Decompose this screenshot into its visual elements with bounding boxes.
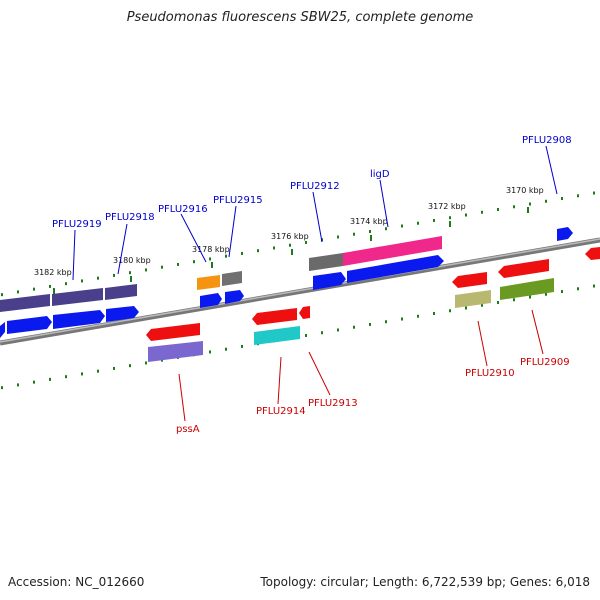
- svg-text:PFLU2918: PFLU2918: [105, 212, 155, 223]
- svg-text:PFLU2910: PFLU2910: [465, 368, 515, 379]
- gene-label-pflu2915[interactable]: PFLU2915: [213, 195, 263, 258]
- gene-cds-arrow[interactable]: [585, 247, 600, 260]
- gene-cds-arrow[interactable]: [313, 272, 346, 290]
- gene-label-pflu2913[interactable]: PFLU2913: [308, 351, 358, 409]
- gene-label-pflu2919[interactable]: PFLU2919: [52, 219, 102, 281]
- gene-cds-arrow[interactable]: [557, 227, 573, 241]
- gene-cds-arrow[interactable]: [252, 308, 297, 325]
- gene-cds-arrow[interactable]: [452, 272, 487, 288]
- gene-label-pflu2918[interactable]: PFLU2918: [105, 212, 155, 275]
- svg-text:PFLU2908: PFLU2908: [522, 135, 572, 146]
- svg-text:PFLU2919: PFLU2919: [52, 219, 102, 230]
- gene-cog-bar[interactable]: [254, 326, 300, 345]
- accession-label: Accession: NC_012660: [8, 575, 145, 589]
- svg-text:3178 kbp: 3178 kbp: [192, 245, 230, 254]
- svg-text:PFLU2916: PFLU2916: [158, 204, 208, 215]
- map-title: Pseudomonas fluorescens SBW25, complete …: [126, 10, 474, 25]
- gene-label-pssa[interactable]: pssA: [176, 373, 200, 435]
- svg-text:3172 kbp: 3172 kbp: [428, 202, 466, 211]
- svg-text:3180 kbp: 3180 kbp: [113, 256, 151, 265]
- gene-cog-bar[interactable]: [148, 341, 203, 362]
- gene-label-pflu2908[interactable]: PFLU2908: [522, 135, 572, 195]
- kbp-tick-3170: 3170 kbp: [506, 186, 544, 213]
- gene-cds-arrow[interactable]: [225, 290, 244, 304]
- kbp-tick-3180: 3180 kbp: [113, 256, 151, 282]
- svg-text:PFLU2915: PFLU2915: [213, 195, 263, 206]
- kbp-tick-3174: 3174 kbp: [350, 217, 388, 241]
- svg-text:PFLU2914: PFLU2914: [256, 406, 306, 417]
- genome-backbone: [0, 237, 600, 346]
- kbp-tick-3178: 3178 kbp: [192, 245, 230, 268]
- gene-cog-bar[interactable]: [197, 275, 220, 290]
- svg-text:3174 kbp: 3174 kbp: [350, 217, 388, 226]
- gene-label-pflu2910[interactable]: PFLU2910: [465, 320, 515, 379]
- gene-label-pflu2916[interactable]: PFLU2916: [158, 204, 208, 263]
- svg-text:3176 kbp: 3176 kbp: [271, 232, 309, 241]
- kbp-tick-3182: 3182 kbp: [34, 268, 72, 294]
- gene-cds-arrow[interactable]: [106, 306, 139, 322]
- gene-label-pflu2909[interactable]: PFLU2909: [520, 309, 570, 368]
- gene-cog-bar[interactable]: [105, 284, 137, 300]
- topology-label: Topology: circular; Length: 6,722,539 bp…: [260, 575, 590, 589]
- gene-cog-bar[interactable]: [500, 278, 554, 300]
- gene-cds-arrow[interactable]: [498, 259, 549, 278]
- gene-label-pflu2914[interactable]: PFLU2914: [256, 356, 306, 417]
- gene-cog-bar[interactable]: [0, 294, 50, 312]
- gene-label-pflu2912[interactable]: PFLU2912: [290, 181, 340, 243]
- gene-cds-arrow[interactable]: [200, 293, 222, 308]
- svg-text:PFLU2909: PFLU2909: [520, 357, 570, 368]
- svg-text:PFLU2913: PFLU2913: [308, 398, 358, 409]
- gene-label-ligd[interactable]: ligD: [370, 169, 390, 228]
- kbp-tick-3172: 3172 kbp: [428, 202, 466, 227]
- reverse-genes: [146, 247, 600, 362]
- gene-cog-bar[interactable]: [309, 253, 343, 271]
- gene-cog-bar[interactable]: [52, 288, 103, 306]
- gene-cds-arrow[interactable]: [7, 316, 52, 334]
- svg-text:3182 kbp: 3182 kbp: [34, 268, 72, 277]
- gene-cog-bar[interactable]: [343, 236, 442, 266]
- svg-text:PFLU2912: PFLU2912: [290, 181, 340, 192]
- svg-text:3170 kbp: 3170 kbp: [506, 186, 544, 195]
- svg-text:pssA: pssA: [176, 424, 200, 435]
- gene-cog-bar[interactable]: [222, 271, 242, 286]
- gene-cds-arrow[interactable]: [299, 306, 310, 319]
- svg-text:ligD: ligD: [370, 169, 390, 180]
- gene-cog-bar[interactable]: [455, 290, 491, 308]
- kbp-tick-3176: 3176 kbp: [271, 232, 309, 255]
- gene-cds-arrow[interactable]: [146, 323, 200, 341]
- forward-genes: [0, 227, 573, 338]
- gene-cds-arrow[interactable]: [53, 310, 105, 329]
- gene-cds-arrow[interactable]: [0, 322, 5, 338]
- gene-cds-arrow[interactable]: [347, 255, 444, 283]
